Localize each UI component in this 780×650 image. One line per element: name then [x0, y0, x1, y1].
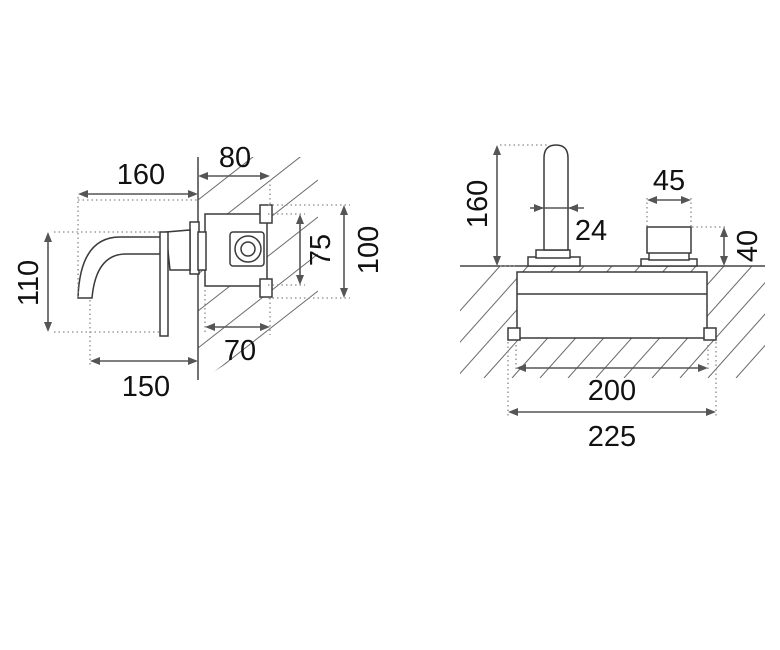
dim-label-160-side: 160: [117, 159, 165, 191]
top-spout: [527, 144, 581, 267]
dim-label-80: 80: [219, 142, 251, 174]
dim-label-40: 40: [732, 230, 764, 262]
dim-label-24: 24: [575, 215, 607, 247]
dim-label-150: 150: [122, 371, 170, 403]
side-view: 160 80 110 75 100 70 150: [13, 142, 385, 403]
dim-label-160-top: 160: [462, 180, 494, 228]
top-handle: [640, 226, 698, 267]
dim-110-arrow: [44, 232, 52, 332]
dim-label-110: 110: [13, 260, 45, 306]
dim-150-arrow: [90, 357, 198, 365]
faucet-spout: [77, 221, 207, 337]
dim-40-arrow: [720, 227, 728, 266]
dim-45-arrow: [647, 196, 691, 204]
dim-160-side-arrow: [78, 190, 198, 198]
dim-label-75: 75: [305, 234, 337, 266]
dim-225-arrow: [508, 408, 716, 416]
dim-75-arrow: [296, 214, 304, 285]
dim-label-200: 200: [588, 375, 636, 407]
dim-label-225: 225: [588, 421, 636, 453]
dim-100-arrow: [340, 205, 348, 298]
top-extension-lines: [500, 144, 728, 416]
dim-200-arrow: [516, 364, 708, 372]
dim-label-100: 100: [353, 226, 385, 274]
dim-80-arrow: [198, 172, 270, 180]
top-view: 160 24 45 40 200 225: [460, 144, 765, 453]
dim-label-70: 70: [224, 335, 256, 367]
dim-70-arrow: [205, 323, 270, 331]
dim-24-arrow: [530, 204, 584, 212]
dim-label-45: 45: [653, 165, 685, 197]
dim-160-top-arrow: [493, 145, 501, 266]
concealed-box: [507, 271, 717, 341]
valve-body: [204, 204, 273, 298]
side-extension-lines: [54, 180, 350, 365]
